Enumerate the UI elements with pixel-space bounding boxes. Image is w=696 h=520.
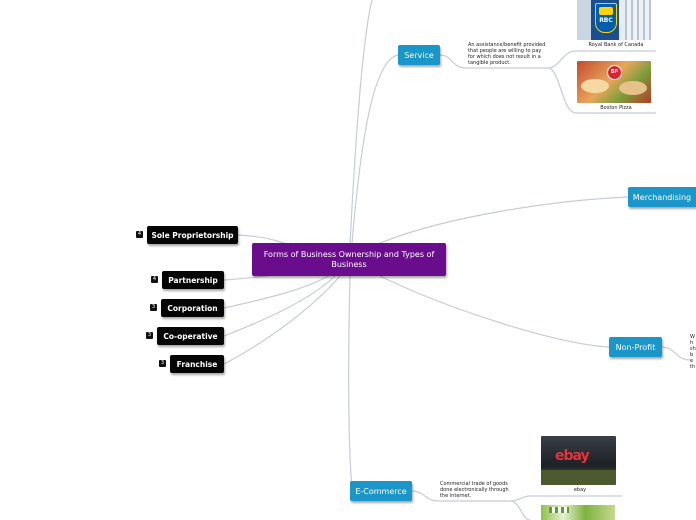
non-profit-label: Non-Profit — [615, 342, 656, 352]
connector-ecommerce-ex1 — [509, 495, 622, 502]
corporation-label: Corporation — [167, 303, 218, 313]
service-node[interactable]: Service — [398, 45, 440, 65]
partnership-node[interactable]: Partnership — [162, 271, 224, 289]
connector-franchise — [223, 275, 341, 365]
connector-merchandising — [379, 196, 629, 244]
rbc-logo-text: RBC — [599, 17, 613, 24]
boston-pizza-logo-icon: BP — [607, 65, 622, 80]
partnership-label: Partnership — [168, 275, 218, 285]
connector-non-profit-note — [661, 346, 691, 361]
boston-pizza-example-card[interactable]: BP Boston Pizza — [576, 61, 656, 113]
boston-pizza-caption: Boston Pizza — [600, 105, 632, 111]
franchise-count-badge: 3 — [159, 360, 166, 367]
partnership-count-badge: 4 — [151, 276, 158, 283]
rbc-caption: Royal Bank of Canada — [588, 42, 644, 48]
connector-ecommerce-note — [411, 490, 510, 502]
corporation-count-badge: 3 — [150, 304, 157, 311]
rbc-shield-icon: RBC — [595, 3, 617, 33]
ecommerce-label: E-Commerce — [355, 486, 407, 496]
cooperative-count-badge: 3 — [146, 332, 153, 339]
ecommerce-example-image-2 — [541, 505, 615, 520]
merchandising-node[interactable]: Merchandising — [628, 187, 696, 207]
rbc-image: RBC — [577, 0, 651, 40]
merchandising-label: Merchandising — [632, 192, 692, 202]
ecommerce-definition: Commercial trade of goods done electroni… — [440, 481, 509, 499]
sole-proprietorship-label: Sole Proprietorship — [151, 230, 234, 240]
service-definition: An assistance/benefit provided that peop… — [468, 42, 546, 66]
connector-service-note — [439, 54, 548, 69]
ecommerce-node[interactable]: E-Commerce — [350, 481, 412, 501]
connector-ecommerce — [348, 275, 353, 491]
service-label: Service — [404, 50, 434, 60]
sole-proprietorship-node[interactable]: Sole Proprietorship — [147, 226, 238, 244]
rbc-example-card[interactable]: RBC Royal Bank of Canada — [576, 0, 656, 51]
connector-service-ex1 — [547, 50, 656, 69]
non-profit-node[interactable]: Non-Profit — [609, 337, 662, 357]
ebay-example-card[interactable]: ebay ebay — [540, 436, 620, 496]
central-title: Forms of Business Ownership and Types of… — [263, 249, 435, 269]
ebay-caption: ebay — [573, 487, 587, 493]
sole-proprietorship-count-badge: 4 — [136, 231, 143, 238]
connector-non-profit — [379, 275, 610, 348]
connector-service-ex2 — [547, 67, 656, 114]
connector-cooperative — [223, 275, 336, 337]
connector-service — [351, 54, 399, 244]
corporation-node[interactable]: Corporation — [161, 299, 224, 317]
franchise-label: Franchise — [176, 359, 218, 369]
franchise-node[interactable]: Franchise — [170, 355, 224, 373]
ebay-image: ebay — [541, 436, 616, 485]
connector-ecommerce-ex2 — [509, 500, 531, 520]
cooperative-node[interactable]: Co-operative — [157, 327, 224, 345]
cooperative-label: Co-operative — [163, 331, 218, 341]
non-profit-definition: Wh sh be th — [690, 334, 696, 370]
ecommerce-example-card-2[interactable] — [540, 505, 616, 520]
connector-corporation — [223, 274, 331, 309]
connector-top — [349, 0, 373, 244]
boston-pizza-image: BP — [577, 61, 651, 103]
ebay-logo-text: ebay — [555, 448, 590, 464]
central-topic[interactable]: Forms of Business Ownership and Types of… — [252, 243, 446, 276]
